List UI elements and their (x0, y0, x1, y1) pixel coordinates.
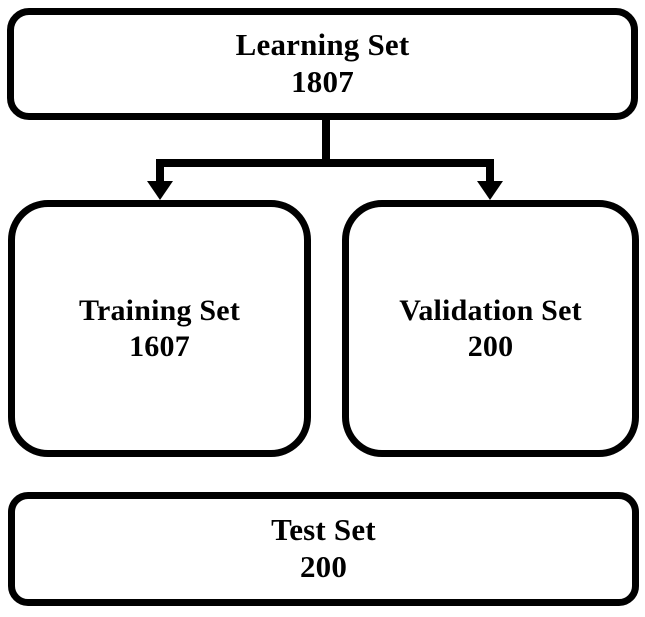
node-test-set-count: 200 (299, 549, 348, 584)
node-learning-set-label: Learning Set (235, 27, 410, 63)
node-learning-set-count: 1807 (291, 64, 354, 99)
node-test-set: Test Set 200 (8, 492, 639, 606)
node-test-set-label: Test Set (271, 512, 376, 548)
node-validation-set-count: 200 (467, 329, 514, 363)
node-validation-set: Validation Set 200 (342, 200, 639, 457)
arrowhead-to-validation-icon (477, 181, 503, 200)
node-training-set-count: 1607 (129, 329, 190, 363)
node-training-set-label: Training Set (78, 294, 241, 328)
node-learning-set: Learning Set 1807 (7, 8, 638, 120)
node-training-set: Training Set 1607 (8, 200, 311, 457)
arrowhead-to-training-icon (147, 181, 173, 200)
node-validation-set-label: Validation Set (399, 294, 582, 328)
